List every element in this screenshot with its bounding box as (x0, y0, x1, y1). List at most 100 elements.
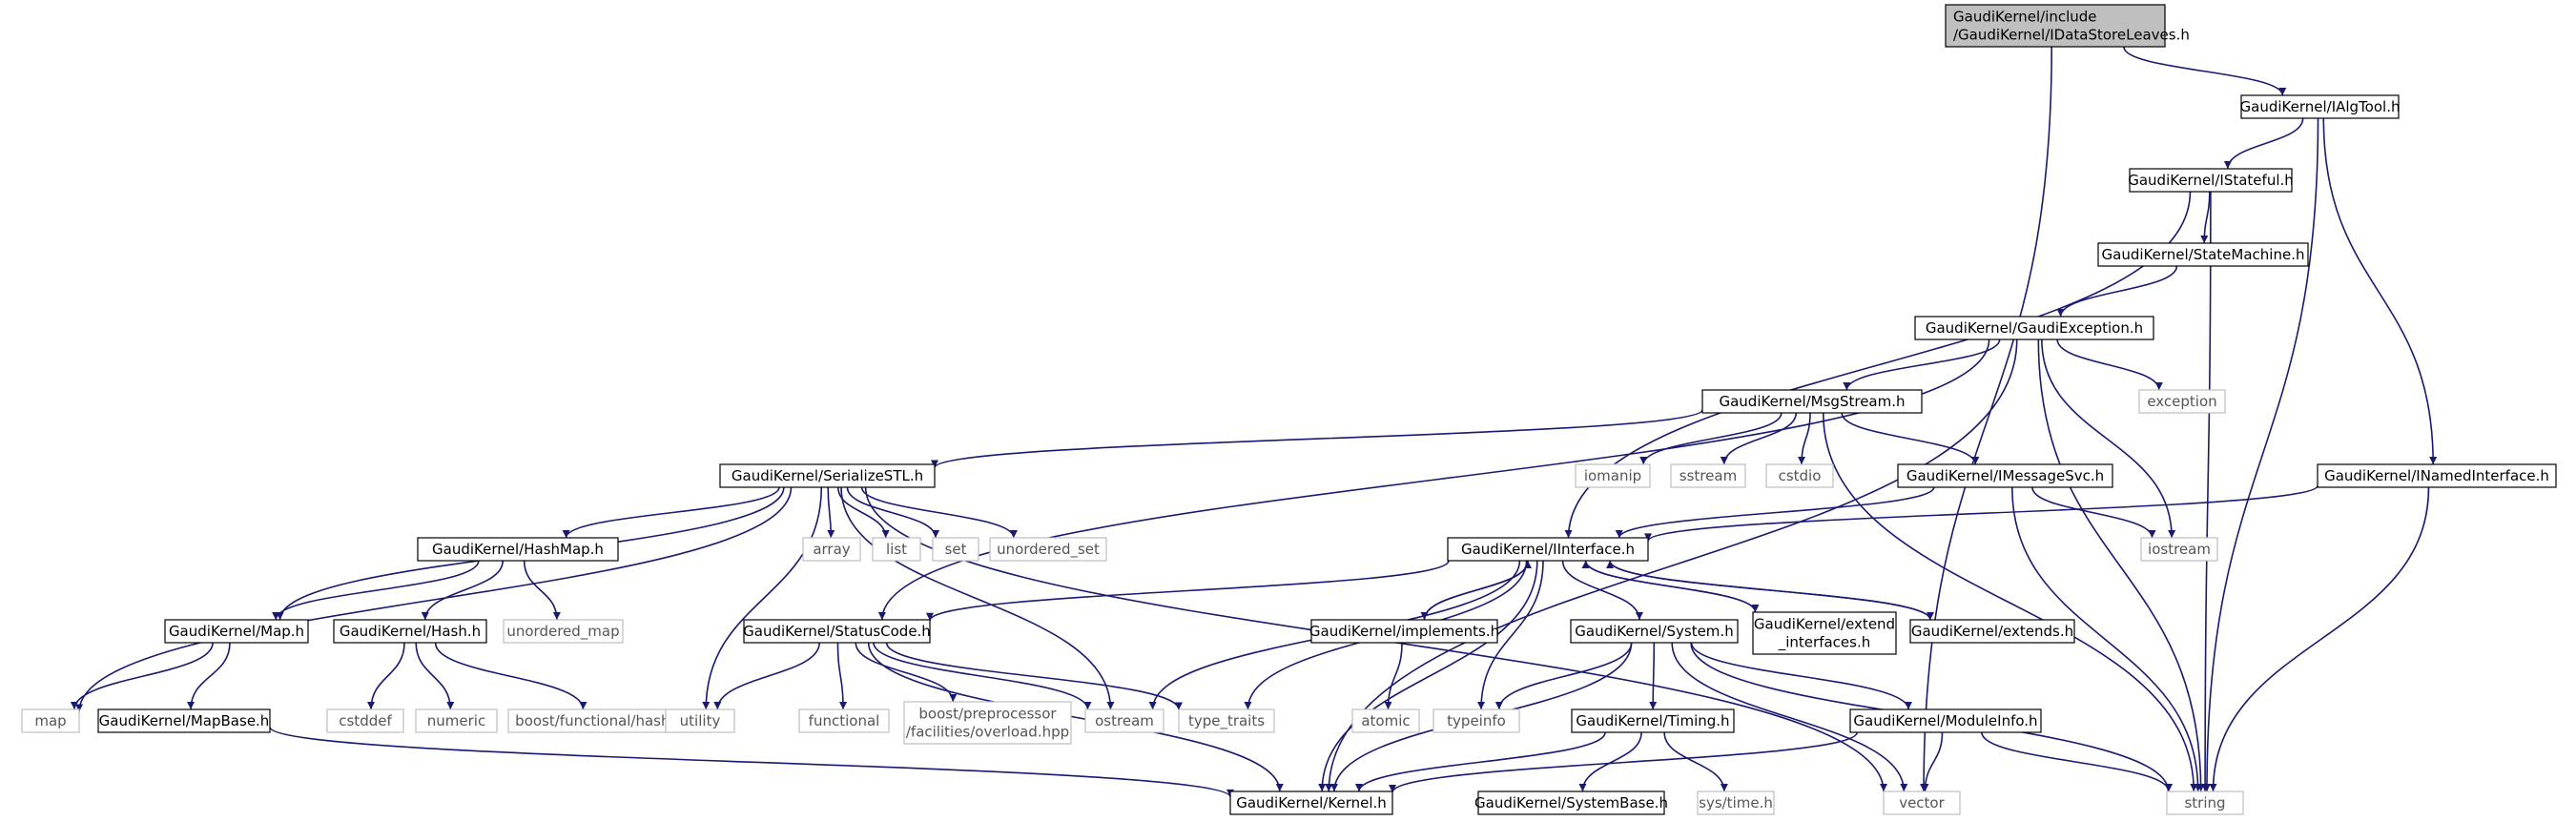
edge-arrow (1561, 560, 1643, 621)
node-box (1752, 611, 1897, 655)
node-box (1178, 708, 1275, 733)
node-boostpp: boost/preprocessor/facilities/overload.h… (903, 701, 1072, 745)
node-label: boost/preprocessor (918, 706, 1057, 723)
edge-arrow (367, 642, 405, 710)
node-istateful[interactable]: GaudiKernel/IStateful.h (2128, 168, 2294, 193)
node-systembase[interactable]: GaudiKernel/SystemBase.h (1474, 790, 1668, 815)
edge-mapk-to-mapbase (187, 642, 231, 710)
node-box (932, 537, 979, 562)
edge-arrow (855, 642, 958, 703)
edge-hash-to-cstddef (367, 642, 405, 710)
edge-statemachine-to-gaudiexception (2056, 265, 2178, 318)
node-label: cstdio (1779, 467, 1822, 484)
node-timing[interactable]: GaudiKernel/Timing.h (1571, 708, 1735, 733)
edge-arrow (562, 486, 780, 539)
edge-hashmap-to-mapk (272, 560, 480, 621)
node-extends[interactable]: GaudiKernel/extends.h (1909, 619, 2075, 644)
edge-arrow (836, 642, 848, 710)
node-label: GaudiKernel/SystemBase.h (1474, 794, 1668, 811)
node-label: _interfaces.h (1778, 634, 1871, 652)
node-box (1914, 316, 2154, 340)
node-label: GaudiKernel/extends.h (1911, 623, 2073, 640)
node-msgstream[interactable]: GaudiKernel/MsgStream.h (1701, 389, 1923, 414)
node-label: /GaudiKernel/IDataStoreLeaves.h (1953, 27, 2190, 44)
edge-hashmap-to-hash (421, 560, 505, 621)
node-serializestl[interactable]: GaudiKernel/SerializeSTL.h (719, 463, 936, 488)
node-label: GaudiKernel/ModuleInfo.h (1853, 712, 2037, 729)
node-label: functional (809, 712, 880, 729)
node-label: type_traits (1188, 712, 1265, 730)
node-box (2138, 389, 2226, 414)
node-inamedinterface[interactable]: GaudiKernel/INamedInterface.h (2317, 463, 2557, 488)
edge-msgstream-to-serializestl (931, 408, 1703, 469)
node-box (1883, 790, 1961, 815)
node-box (503, 619, 624, 644)
node-ostream: ostream (1084, 708, 1164, 733)
edge-serializestl-to-array (827, 486, 835, 539)
edge-arrow (1606, 560, 1931, 621)
node-numeric: numeric (415, 708, 498, 733)
node-box (665, 708, 735, 733)
edge-arrow (840, 486, 1115, 710)
edge-arrow (1663, 731, 1728, 792)
edge-arrow (415, 642, 455, 710)
edge-arrow (2200, 191, 2211, 244)
node-system[interactable]: GaudiKernel/System.h (1570, 619, 1739, 644)
node-extend-interfaces[interactable]: GaudiKernel/extend_interfaces.h (1752, 611, 1897, 655)
edge-arrow (1920, 46, 2053, 792)
node-label: list (886, 541, 907, 558)
node-typeinfo: typeinfo (1432, 708, 1520, 733)
node-box (1575, 463, 1651, 488)
node-moduleinfo[interactable]: GaudiKernel/ModuleInfo.h (1849, 708, 2042, 733)
node-label: GaudiKernel/IStateful.h (2128, 172, 2294, 189)
edge-iinterface-to-kernel (1318, 560, 1538, 792)
edge-arrow (421, 560, 505, 621)
node-kernel[interactable]: GaudiKernel/Kernel.h (1229, 790, 1393, 815)
node-gaudiexception[interactable]: GaudiKernel/GaudiException.h (1914, 316, 2154, 340)
edge-arrow (867, 642, 1284, 792)
node-label: unordered_map (506, 623, 619, 641)
node-iinterface[interactable]: GaudiKernel/IInterface.h (1447, 537, 1649, 562)
edge-serializestl-to-set (846, 486, 940, 539)
node-label: ostream (1095, 712, 1154, 729)
edge-arrow (2123, 46, 2287, 96)
node-box (1945, 4, 2166, 48)
edge-timing-to-systembase (1578, 731, 1642, 792)
edge-msgstream-to-iomanip (1639, 412, 1783, 465)
node-implements[interactable]: GaudiKernel/implements.h (1309, 619, 1499, 644)
edge-msgstream-to-imessagesvc (1841, 412, 1980, 465)
node-hash[interactable]: GaudiKernel/Hash.h (333, 619, 487, 644)
node-box (1849, 708, 2042, 733)
node-label: GaudiKernel/MsgStream.h (1719, 393, 1905, 410)
edge-arrow (269, 726, 1234, 798)
edge-arrow (523, 560, 561, 621)
node-label: GaudiKernel/SerializeSTL.h (732, 467, 923, 484)
node-ialgtool[interactable]: GaudiKernel/IAlgTool.h (2240, 94, 2401, 119)
edge-statuscode-to-kernel (867, 642, 1284, 792)
edge-arrow (1581, 560, 1757, 613)
edge-arrow (2223, 117, 2304, 170)
node-root[interactable]: GaudiKernel/include/GaudiKernel/IDataSto… (1945, 4, 2190, 48)
node-mapk[interactable]: GaudiKernel/Map.h (164, 619, 309, 644)
node-mapbase[interactable]: GaudiKernel/MapBase.h (97, 708, 271, 733)
node-label: iomanip (1584, 467, 1641, 484)
node-box (1697, 790, 1775, 815)
node-list: list (872, 537, 921, 562)
node-hashmap[interactable]: GaudiKernel/HashMap.h (417, 537, 619, 562)
node-imessagesvc[interactable]: GaudiKernel/IMessageSvc.h (1897, 463, 2113, 488)
node-type-traits: type_traits (1178, 708, 1275, 733)
node-statemachine[interactable]: GaudiKernel/StateMachine.h (2097, 242, 2309, 267)
node-statuscode[interactable]: GaudiKernel/StatusCode.h (743, 619, 931, 644)
edge-root-to-ialgtool (2123, 46, 2287, 96)
node-box (1477, 790, 1665, 815)
edge-arrow (1644, 484, 2318, 543)
node-array: array (802, 537, 861, 562)
node-box (1765, 463, 1834, 488)
node-box (1310, 619, 1498, 644)
node-label: GaudiKernel/HashMap.h (432, 541, 604, 558)
node-label: unordered_set (997, 541, 1100, 559)
edge-arrow (2011, 486, 2202, 792)
edge-system-to-typeinfo (1494, 642, 1633, 710)
edge-extends-to-iinterface (1606, 560, 1931, 621)
edge-arrow (702, 486, 823, 710)
